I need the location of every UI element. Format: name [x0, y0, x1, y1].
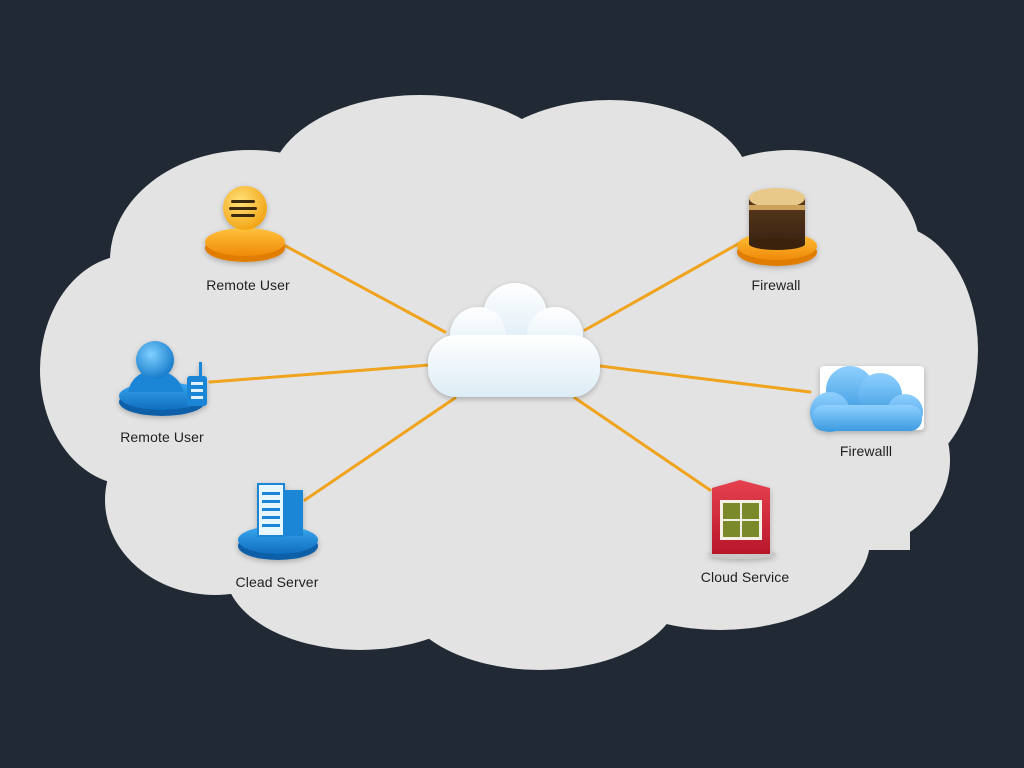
link-to-remote-user-top [278, 241, 447, 334]
user-with-phone-icon [119, 341, 207, 416]
label-clead-server: Clead Server [235, 574, 319, 590]
link-to-remote-user-left [208, 363, 432, 384]
link-to-firewall-right [598, 364, 812, 394]
window-building-icon [708, 480, 776, 559]
label-remote-user-left: Remote User [120, 429, 204, 445]
stacked-disc-icon [205, 186, 285, 262]
connection-links [208, 238, 812, 502]
cloud-card-icon [810, 366, 924, 432]
central-cloud-icon [428, 283, 600, 397]
server-building-icon [238, 483, 318, 560]
label-cloud-service: Cloud Service [700, 569, 790, 585]
link-to-firewall-top [583, 238, 747, 332]
link-to-cloud-service [573, 396, 712, 492]
link-to-clead-server [303, 396, 457, 502]
database-cylinder-icon [737, 188, 817, 266]
label-firewall-top: Firewall [751, 277, 801, 293]
label-remote-user-top: Remote User [206, 277, 290, 293]
label-firewall-right: Firewalll [839, 443, 893, 459]
